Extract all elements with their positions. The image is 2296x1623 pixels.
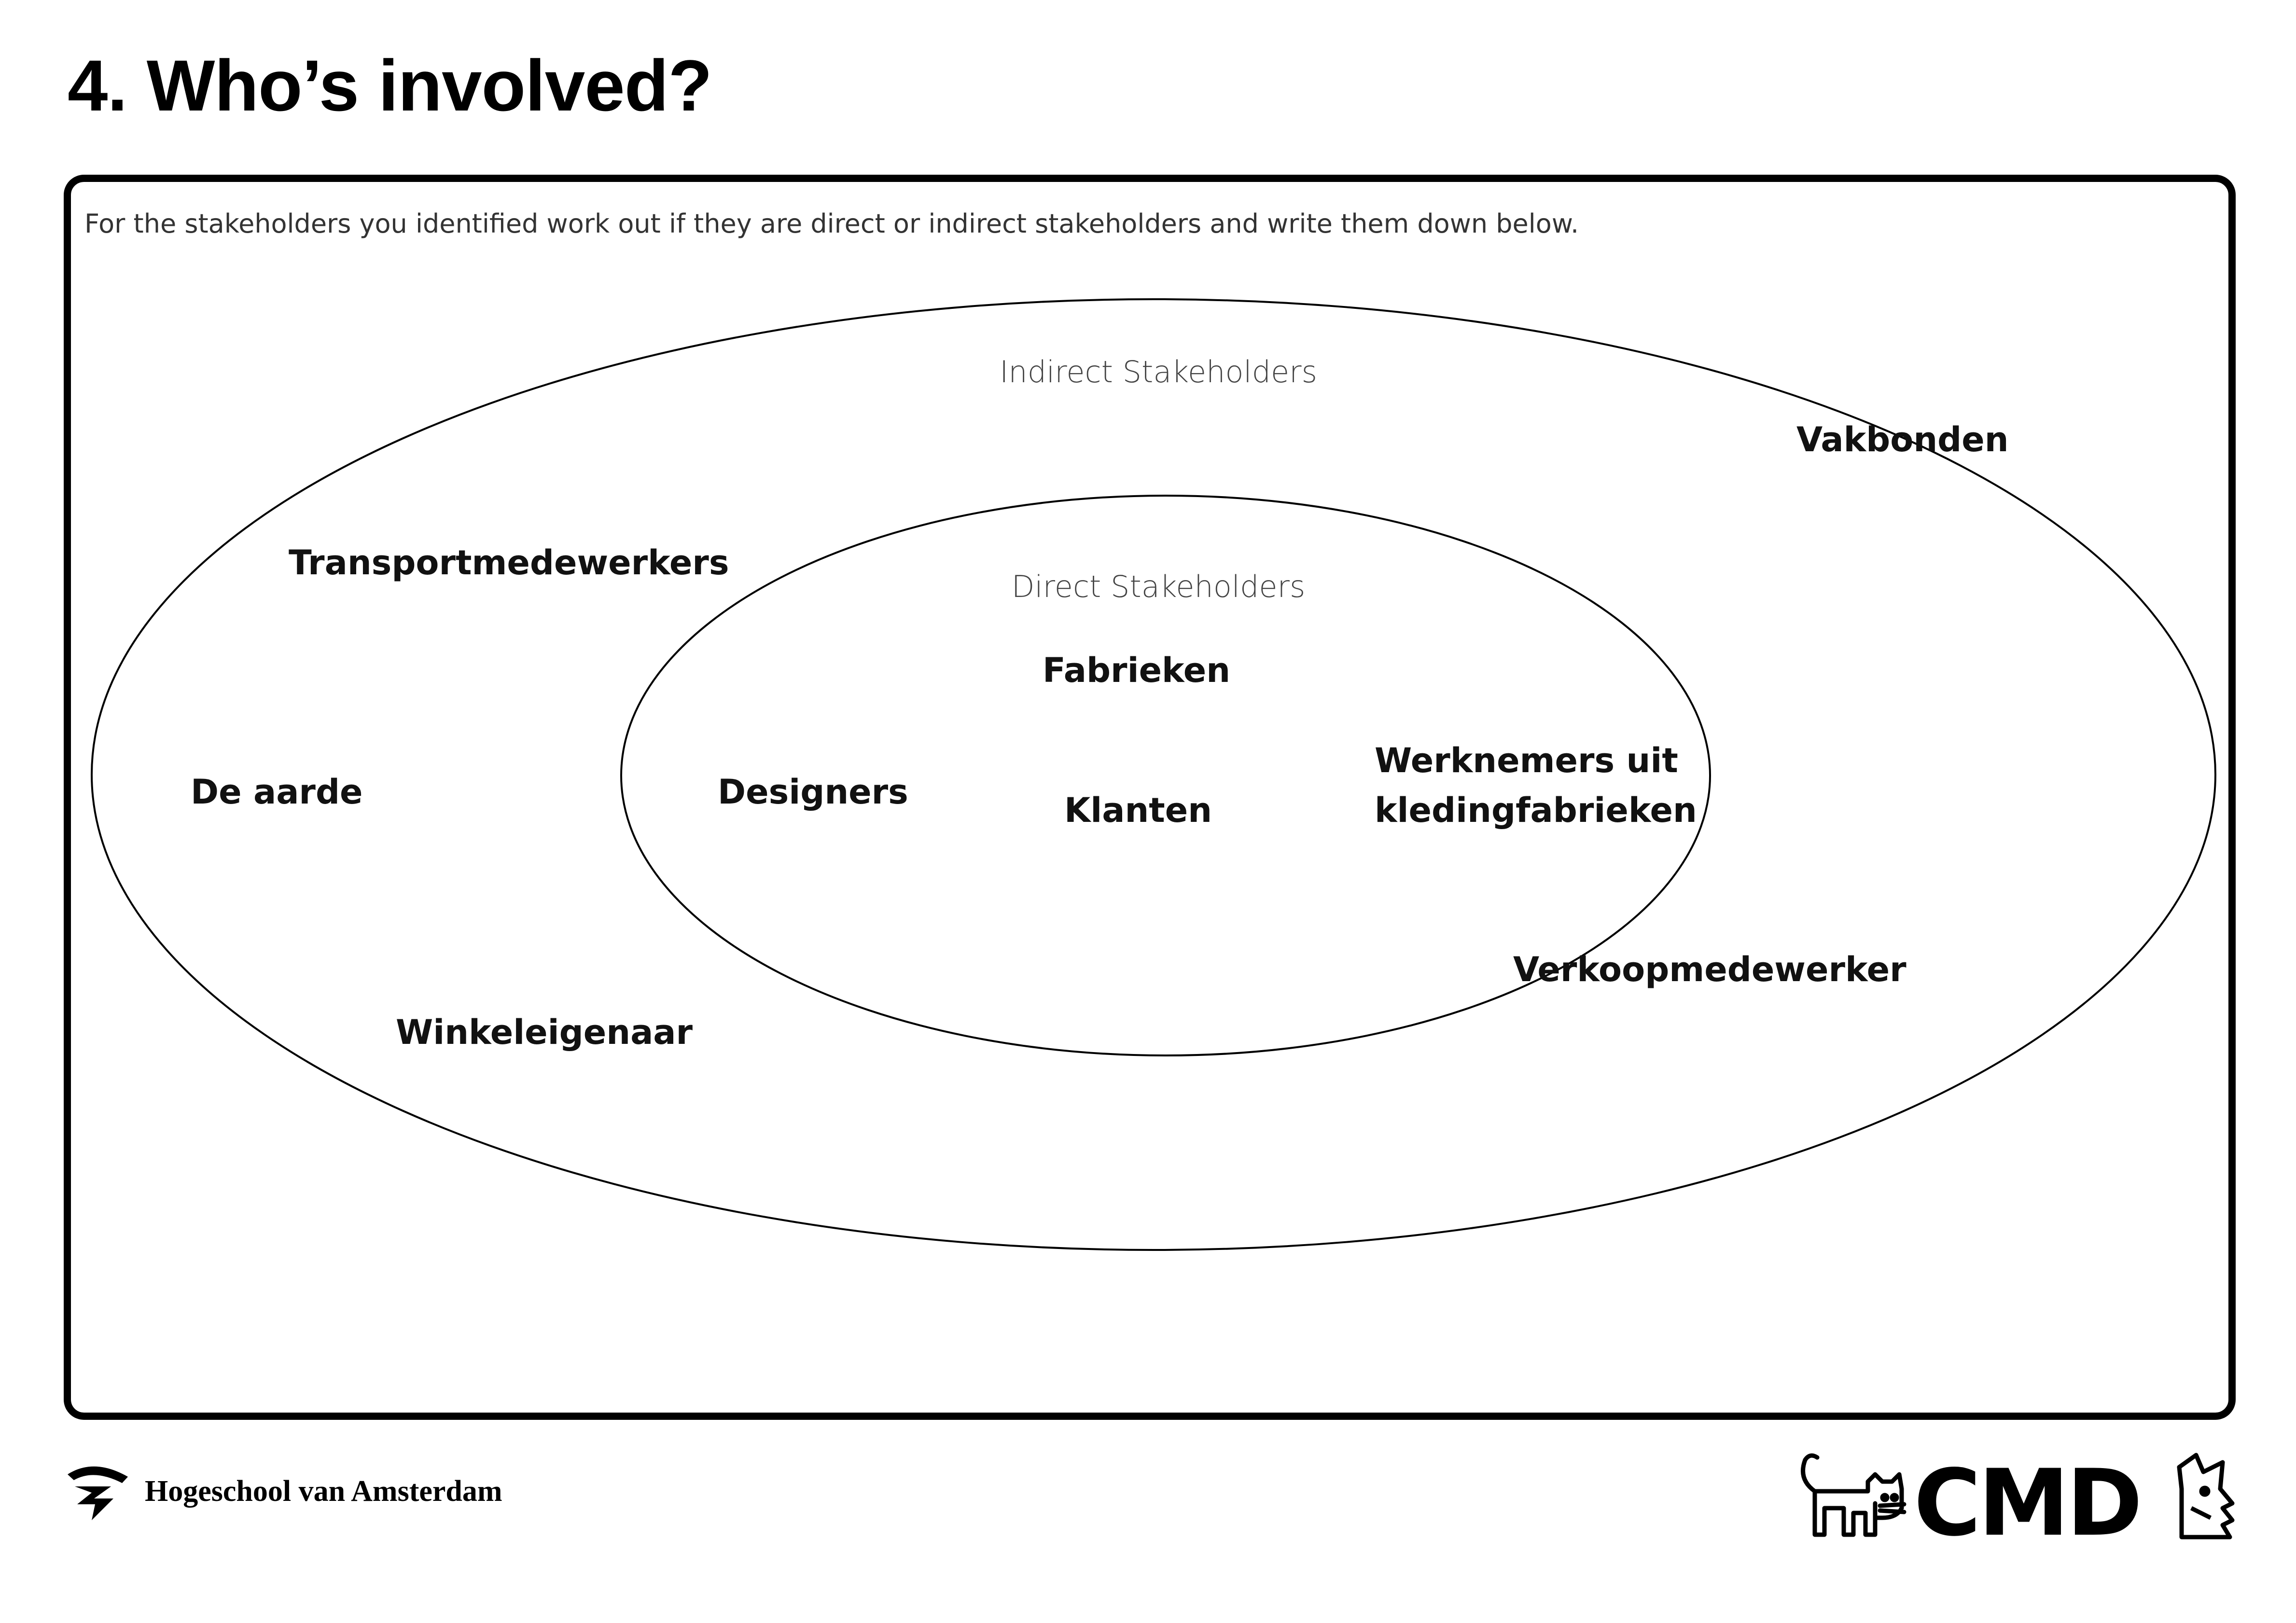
- worksheet-frame: [64, 175, 2236, 1420]
- cat-icon: [1801, 1453, 1906, 1537]
- stakeholder-verkoopmedewerker: Verkoopmedewerker: [1513, 950, 1906, 989]
- stakeholder-winkeleigenaar: Winkeleigenaar: [396, 1013, 693, 1052]
- institution-name: Hogeschool van Amsterdam: [145, 1474, 502, 1508]
- stakeholder-de-aarde: De aarde: [191, 772, 363, 812]
- stakeholder-werknemers-line2: kledingfabrieken: [1375, 791, 1697, 830]
- indirect-stakeholders-label: Indirect Stakeholders: [1000, 354, 1317, 389]
- stakeholder-werknemers-line1: Werknemers uit: [1375, 741, 1678, 780]
- hva-logo-icon: [68, 1466, 128, 1520]
- cmd-wordmark: CMD: [1914, 1450, 2140, 1542]
- stakeholder-transportmedewerkers: Transportmedewerkers: [289, 543, 729, 583]
- stakeholder-vakbonden: Vakbonden: [1796, 420, 2009, 459]
- stakeholder-fabrieken: Fabrieken: [1043, 651, 1230, 690]
- direct-stakeholders-ellipse: [620, 495, 1711, 1056]
- cmd-branding: CMD: [1801, 1450, 2235, 1542]
- hva-branding: Hogeschool van Amsterdam: [65, 1457, 502, 1525]
- dog-icon: [2177, 1453, 2235, 1540]
- indirect-stakeholders-ellipse: [91, 298, 2216, 1251]
- stakeholder-designers: Designers: [718, 772, 908, 812]
- direct-stakeholders-label: Direct Stakeholders: [1012, 569, 1306, 604]
- page-title: 4. Who’s involved?: [68, 45, 712, 126]
- instruction-text: For the stakeholders you identified work…: [84, 208, 1579, 239]
- stakeholder-klanten: Klanten: [1064, 791, 1212, 830]
